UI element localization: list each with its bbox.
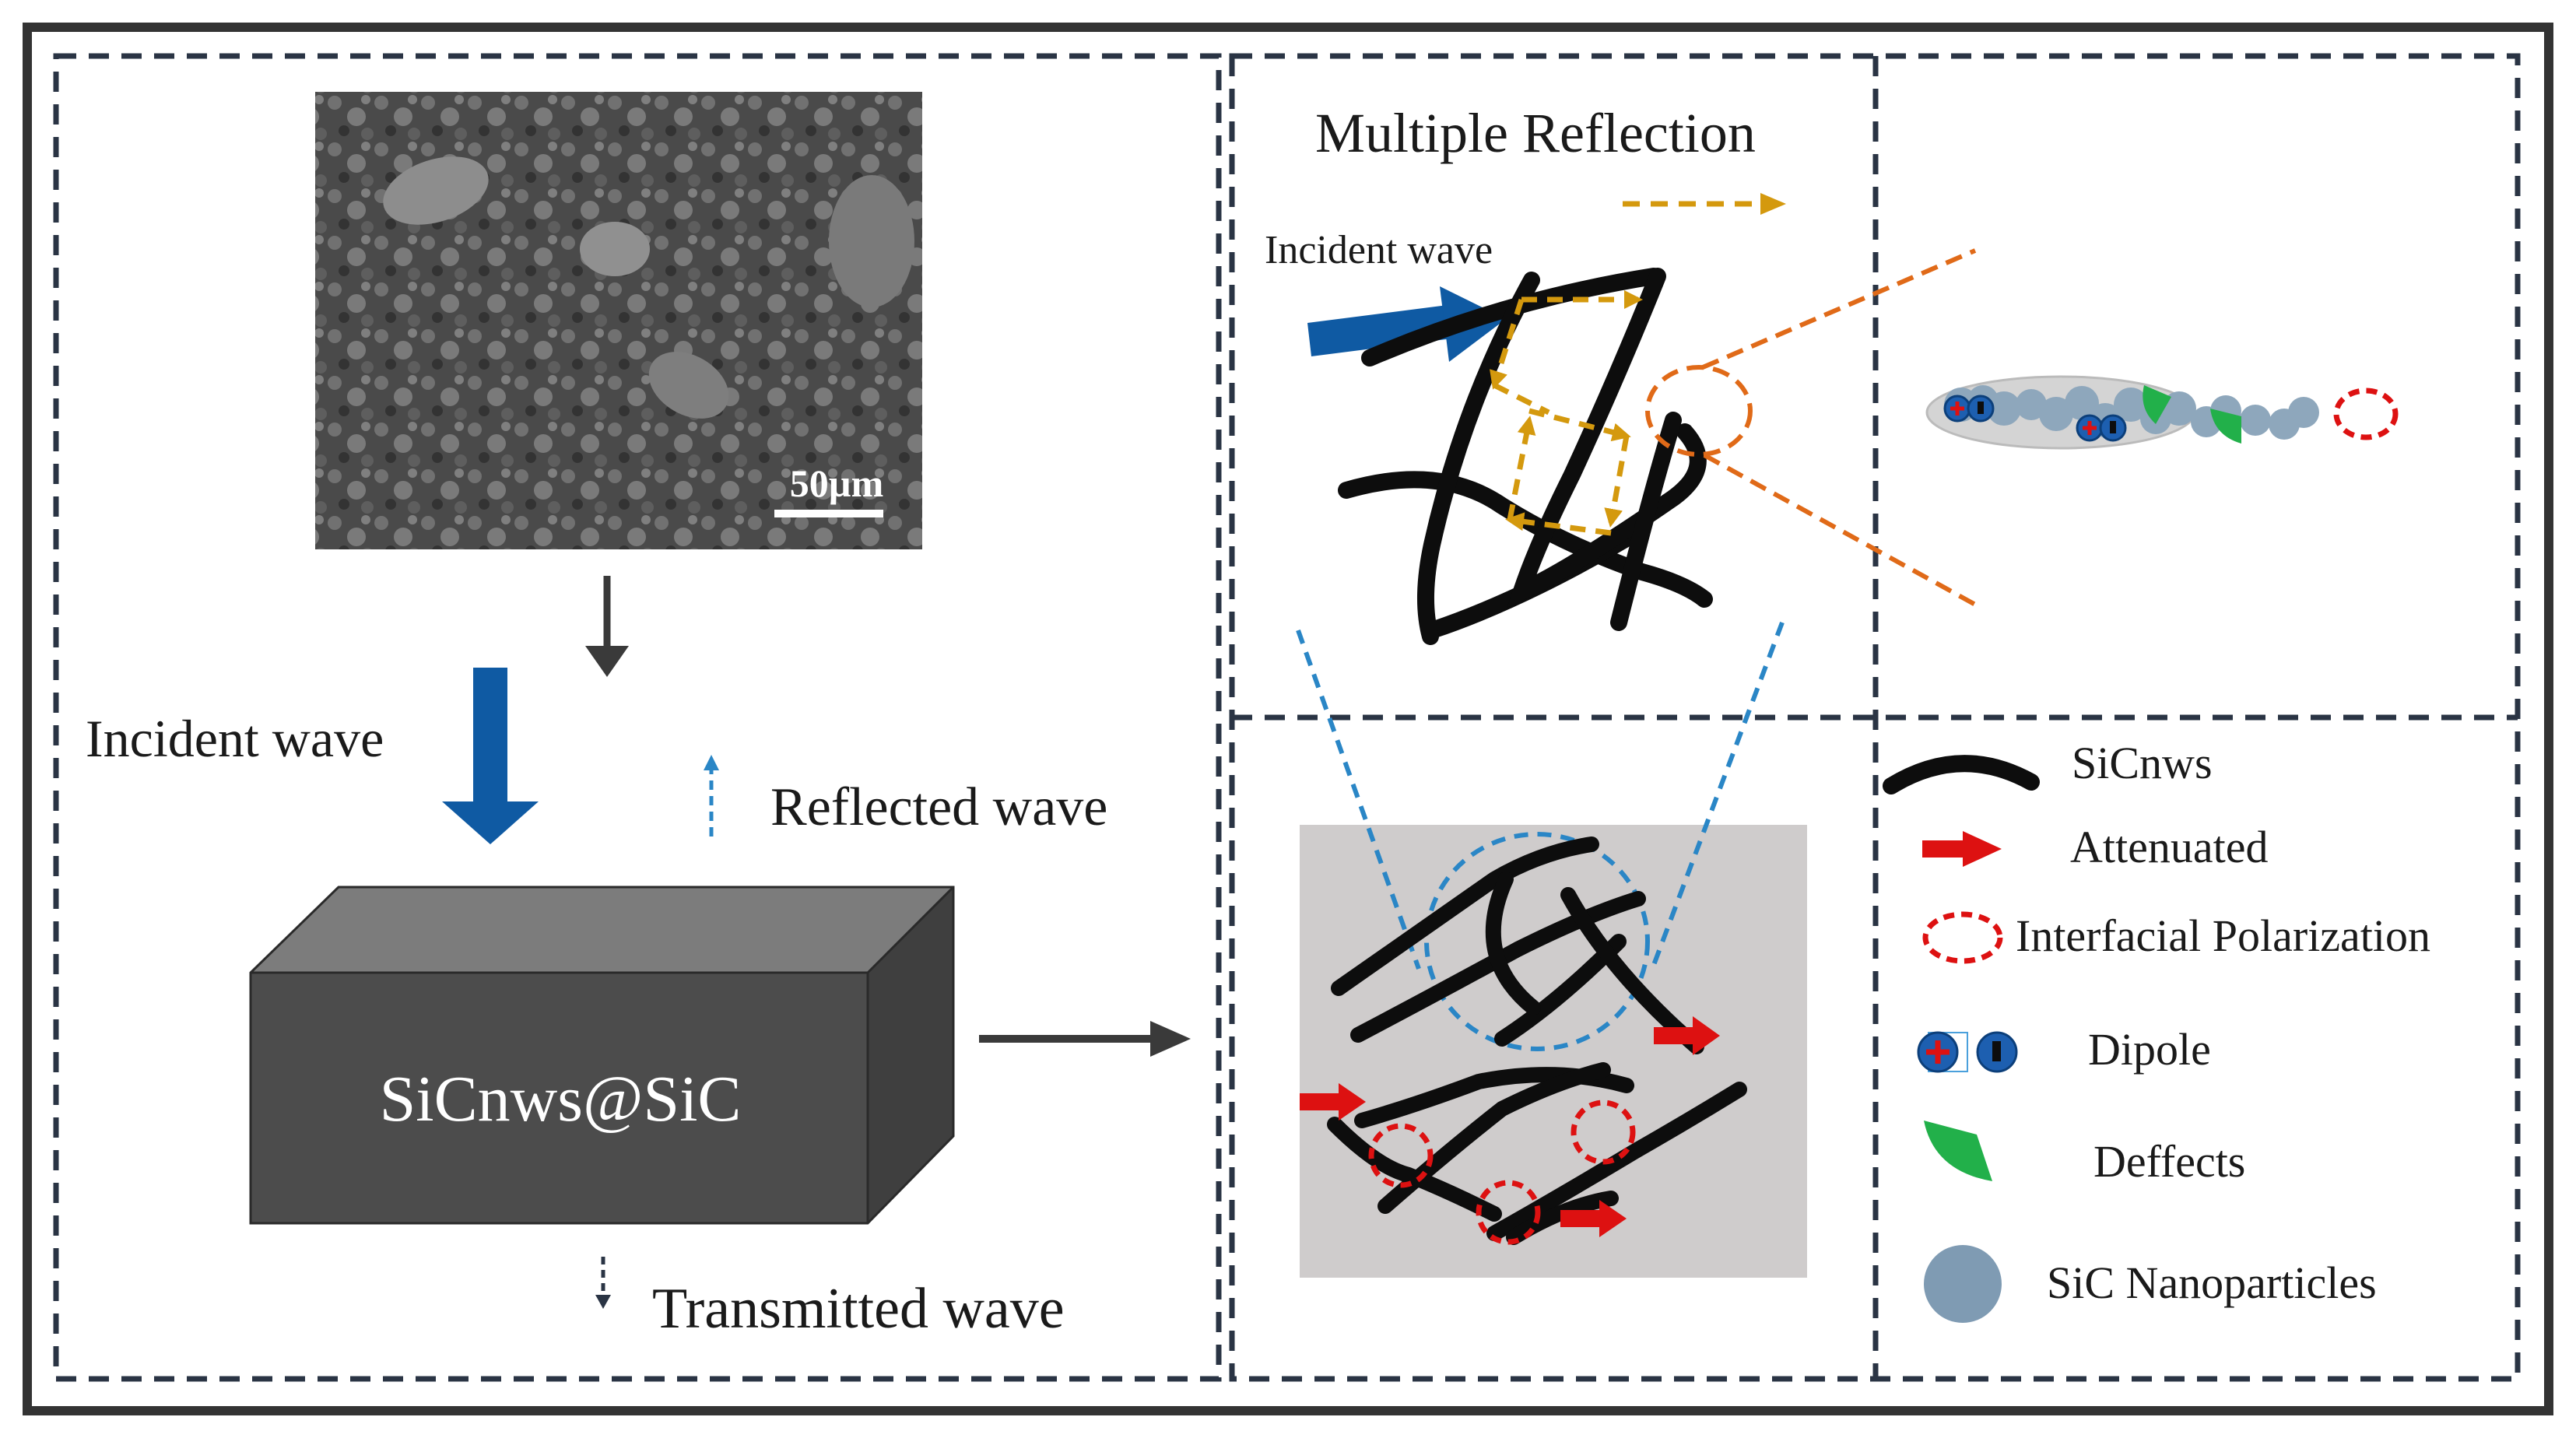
red-arrow-icon bbox=[1300, 1083, 1366, 1121]
legend-attenuated: Attenuated bbox=[2070, 822, 2268, 872]
red-arrow-icon bbox=[1922, 831, 2002, 867]
legend-interfacial-polarization: Interfacial Polarization bbox=[2016, 910, 2430, 961]
reflection-legend-arrow-icon bbox=[1623, 193, 1786, 215]
incident-wave-label: Incident wave bbox=[86, 709, 384, 768]
legend-sicnws: SiCnws bbox=[2072, 738, 2213, 788]
legend-sic-nanoparticles: SiC Nanoparticles bbox=[2047, 1257, 2377, 1308]
reflected-arrow-icon bbox=[704, 755, 719, 836]
interfacial-polarization-marks bbox=[1368, 1100, 1636, 1245]
zoom-callout bbox=[1645, 248, 1978, 608]
defect-icon bbox=[2143, 385, 2171, 424]
red-arrow-icon bbox=[1654, 1016, 1720, 1055]
dipole-icon bbox=[1943, 395, 2127, 442]
sem-scale-label: 50µm bbox=[790, 461, 883, 505]
attenuated-arrows bbox=[1300, 1016, 1720, 1237]
blue-zoom-lines bbox=[1296, 621, 1785, 1051]
legend-dipole: Dipole bbox=[2088, 1024, 2211, 1075]
nanoparticle-icon bbox=[1924, 1245, 2002, 1323]
sicnws-sic-block bbox=[249, 886, 955, 1225]
zoomed-nanowire bbox=[1925, 375, 2399, 450]
defect-icon bbox=[2210, 409, 2241, 444]
nanowire-network-top bbox=[1338, 268, 1713, 645]
block-label: SiCnws@SiC bbox=[380, 1063, 742, 1135]
multiple-reflection-title: Multiple Reflection bbox=[1315, 102, 1756, 164]
sem-image bbox=[315, 92, 922, 549]
dipole-icon bbox=[1917, 1031, 2018, 1073]
nanowire-icon bbox=[1883, 755, 2040, 794]
defect-icon bbox=[1924, 1121, 1992, 1181]
legend-deffects: Deffects bbox=[2093, 1136, 2245, 1187]
panel-borders bbox=[53, 53, 2521, 1382]
incident-arrow-icon bbox=[442, 668, 539, 844]
scale-bar bbox=[774, 510, 883, 517]
transmitted-arrow-icon bbox=[595, 1257, 611, 1309]
reflected-wave-label: Reflected wave bbox=[770, 777, 1107, 837]
top-incident-wave-label: Incident wave bbox=[1265, 228, 1493, 272]
legend: SiCnws Attenuated Interfacial Polarizati… bbox=[1883, 738, 2430, 1323]
reflection-path bbox=[1490, 290, 1643, 536]
red-arrow-icon bbox=[1560, 1200, 1627, 1237]
transmitted-wave-label: Transmitted wave bbox=[652, 1277, 1065, 1341]
outer-frame bbox=[23, 23, 2553, 1415]
interfacial-polarization-icon bbox=[2333, 388, 2399, 440]
dashed-ellipse-icon bbox=[1922, 911, 2003, 964]
